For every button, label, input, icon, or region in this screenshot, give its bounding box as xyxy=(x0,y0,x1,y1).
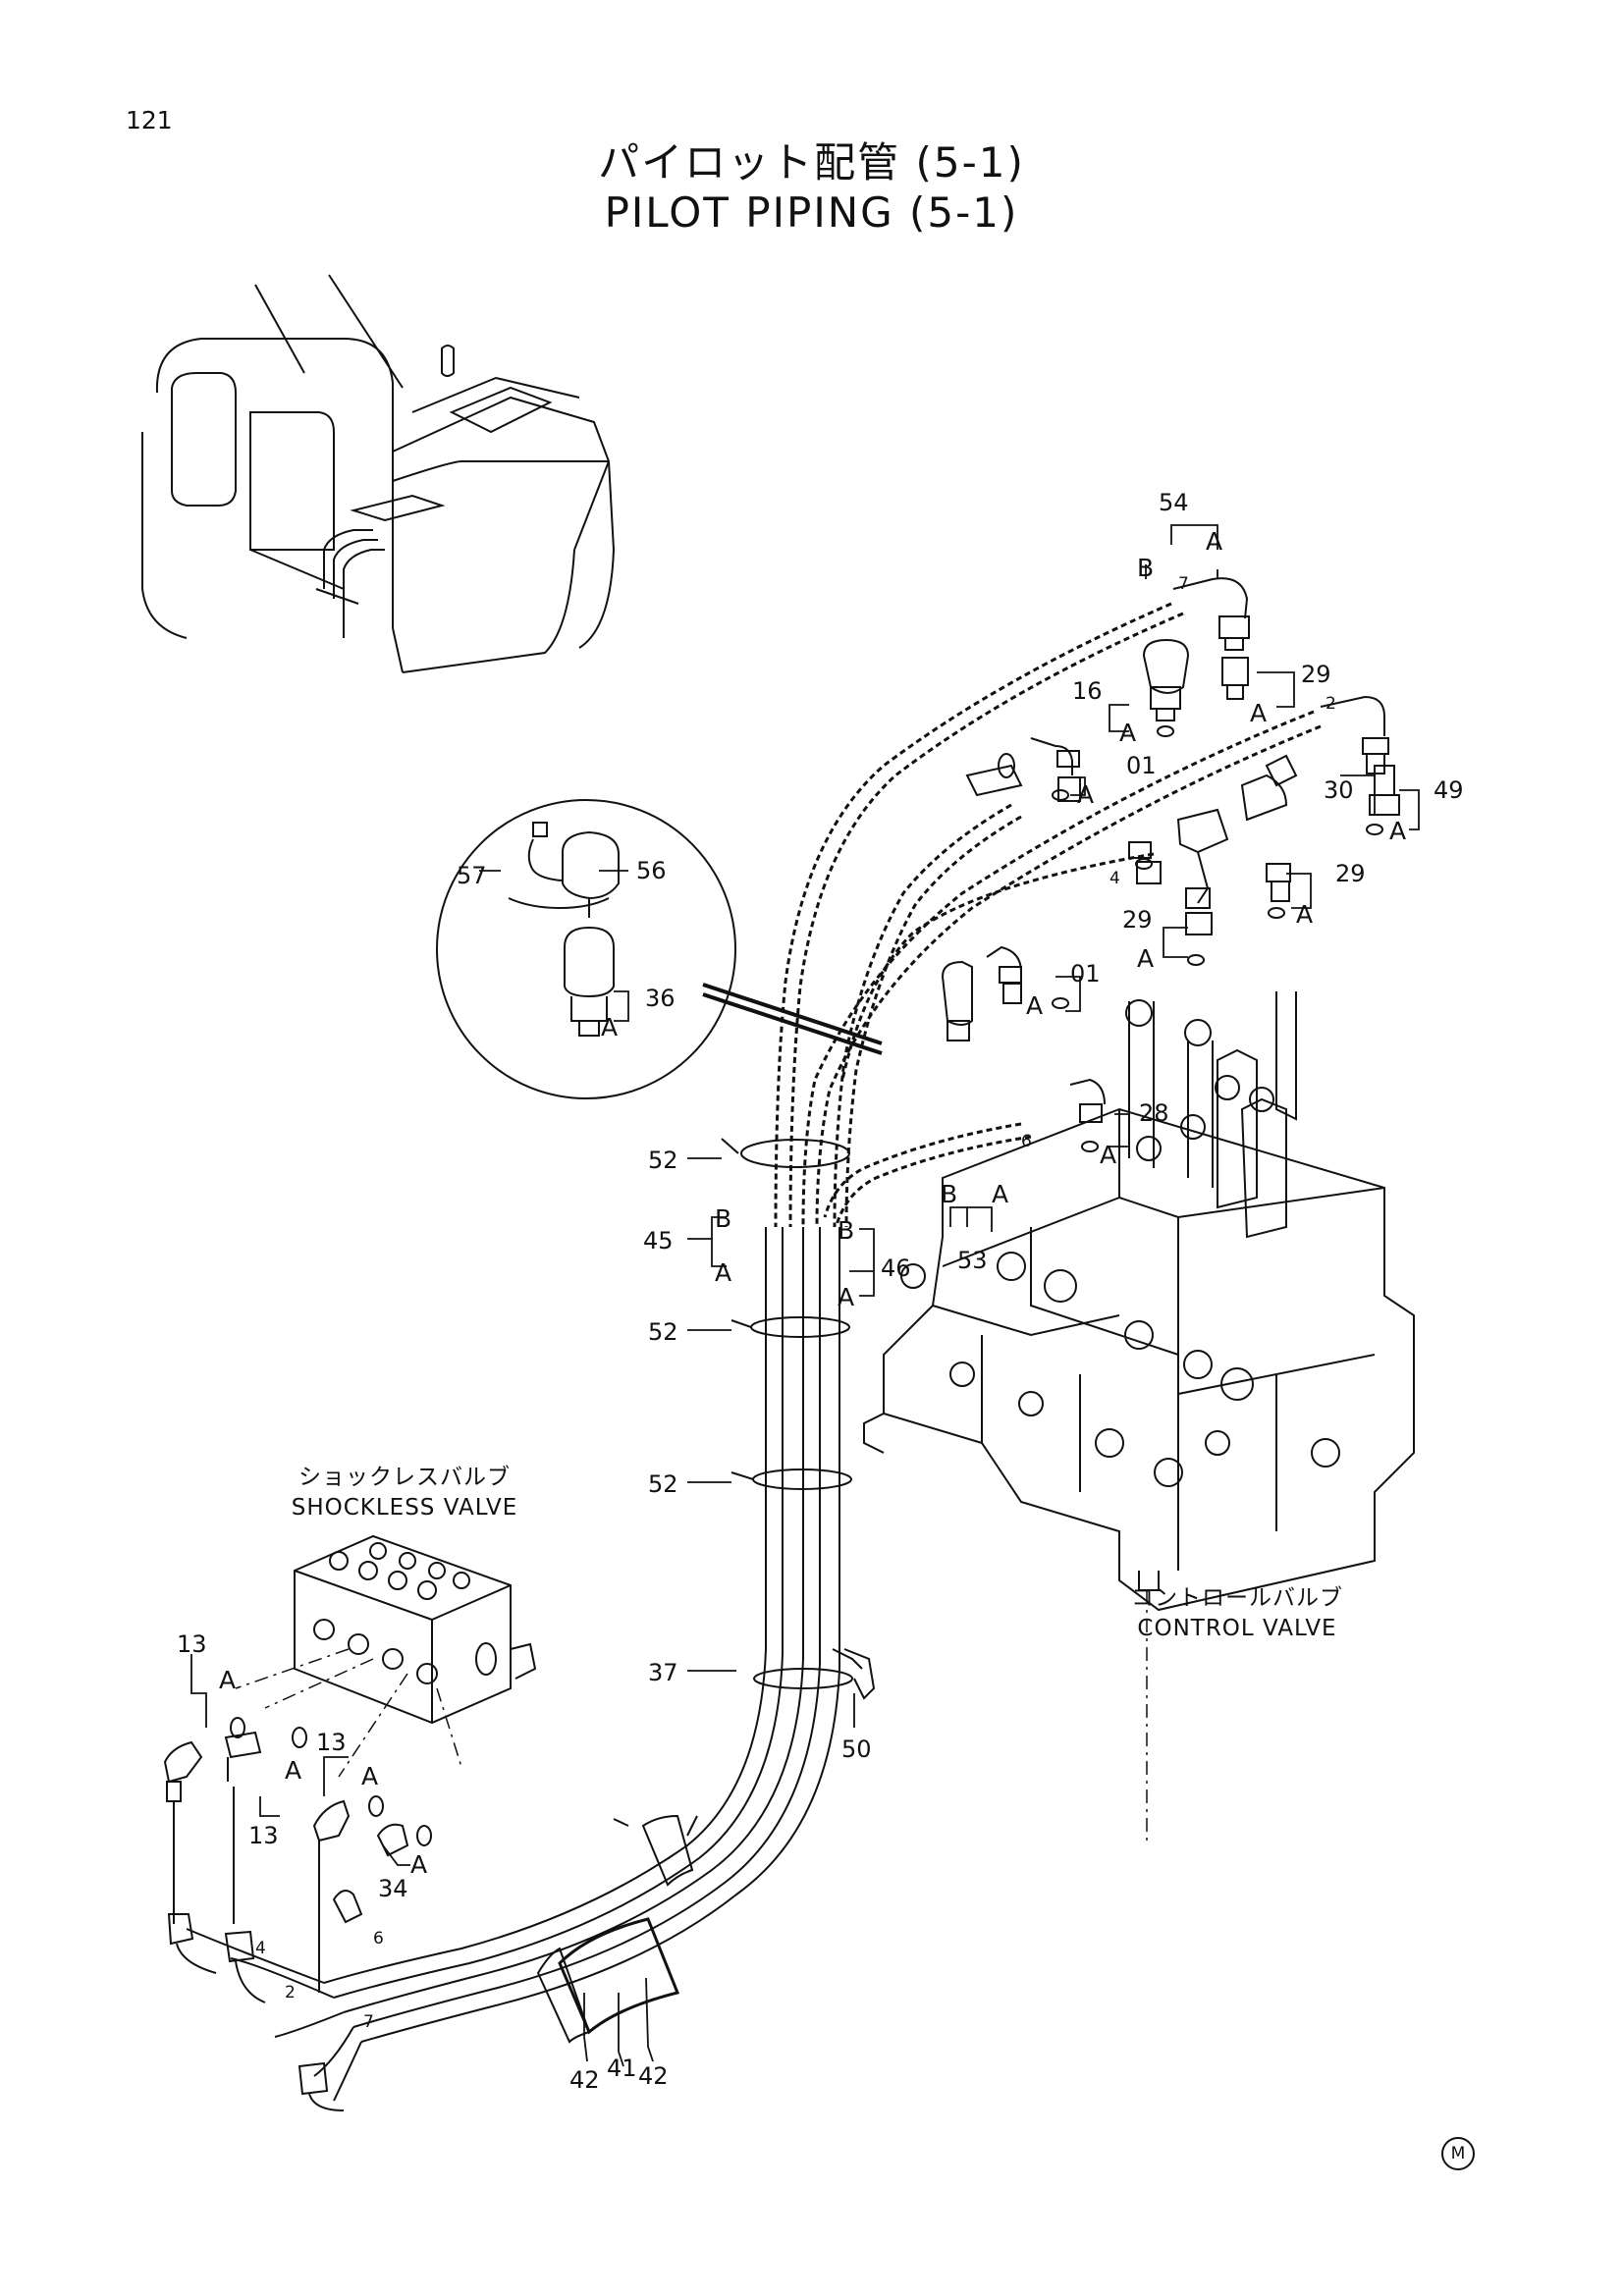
letter-a: A xyxy=(1206,527,1222,556)
hose-mark-6: 6 xyxy=(1021,1132,1032,1151)
callout-53: 53 xyxy=(957,1247,988,1274)
control-valve-drawing xyxy=(863,991,1415,1845)
letter-a: A xyxy=(992,1180,1008,1208)
page-number: 121 xyxy=(126,106,173,134)
letter-a: A xyxy=(361,1762,378,1790)
callout-16: 16 xyxy=(1072,677,1103,705)
letter-b: B xyxy=(941,1180,957,1208)
shockless-valve-label: ショックレスバルブ SHOCKLESS VALVE xyxy=(257,1463,552,1523)
callout-46: 46 xyxy=(881,1255,911,1282)
callout-36: 36 xyxy=(645,985,676,1012)
corner-circle-mark: M xyxy=(1441,2137,1475,2170)
armored-hose-bundle xyxy=(774,602,1322,1228)
callout-29-top: 29 xyxy=(1301,661,1331,688)
callout-52-top: 52 xyxy=(648,1147,678,1174)
letter-b: B xyxy=(1137,554,1154,582)
callout-42-left: 42 xyxy=(569,2066,600,2094)
letter-a: A xyxy=(1026,991,1043,1020)
callout-30: 30 xyxy=(1324,776,1354,804)
letter-a: A xyxy=(838,1283,854,1311)
callout-13-mid: 13 xyxy=(316,1729,347,1756)
letter-a: A xyxy=(1077,780,1094,809)
callout-37: 37 xyxy=(648,1659,678,1686)
top-fittings xyxy=(941,577,1400,1152)
hose-mark-7: 7 xyxy=(1178,574,1189,594)
hose-mark-2: 2 xyxy=(285,1983,296,2002)
hose-mark-6: 6 xyxy=(373,1929,384,1949)
callout-50: 50 xyxy=(841,1735,872,1763)
letter-b: B xyxy=(715,1204,731,1233)
hose-mark-4: 4 xyxy=(1109,869,1120,888)
hose-clamps xyxy=(536,1138,853,2044)
detail-circle xyxy=(436,799,736,1099)
fitting-letters: B A A A A A A A A A A B A B A B A A A A … xyxy=(219,527,1406,1879)
callout-42-right: 42 xyxy=(638,2062,669,2090)
control-valve-label-jp: コントロールバルブ xyxy=(1131,1585,1343,1611)
letter-a: A xyxy=(1250,699,1267,727)
letter-a: A xyxy=(1389,817,1406,845)
letter-a: A xyxy=(1296,900,1313,929)
callout-41: 41 xyxy=(607,2055,637,2082)
control-valve-label-en: CONTROL VALVE xyxy=(1137,1616,1337,1641)
callout-52-mid: 52 xyxy=(648,1318,678,1346)
hose-numbers: 7 2 4 6 4 6 2 7 xyxy=(255,574,1336,2032)
excavator-overview-drawing xyxy=(141,274,616,673)
callout-01-top: 01 xyxy=(1126,752,1157,779)
page-title-japanese: パイロット配管 (5-1) xyxy=(598,138,1025,187)
callout-numbers: 54 29 16 01 30 49 57 56 36 29 29 01 28 5… xyxy=(177,489,1464,2094)
callout-34: 34 xyxy=(378,1875,408,1902)
shockless-valve-label-en: SHOCKLESS VALVE xyxy=(291,1495,518,1521)
callout-13-low: 13 xyxy=(248,1822,279,1849)
shockless-valve-drawing xyxy=(235,1534,537,1778)
letter-a: A xyxy=(1119,719,1136,747)
callout-28: 28 xyxy=(1139,1099,1169,1127)
callout-49: 49 xyxy=(1434,776,1464,804)
letter-a: A xyxy=(410,1850,427,1879)
callout-29-right: 29 xyxy=(1335,860,1366,887)
lower-fittings xyxy=(163,1648,876,2111)
callout-54: 54 xyxy=(1159,489,1189,516)
letter-a: A xyxy=(715,1258,731,1287)
callout-52-low: 52 xyxy=(648,1470,678,1498)
letter-a: A xyxy=(601,1013,618,1041)
page-title-english: PILOT PIPING (5-1) xyxy=(604,188,1019,237)
callout-13-left: 13 xyxy=(177,1630,207,1658)
shockless-valve-label-jp: ショックレスバルブ xyxy=(298,1465,511,1490)
hose-mark-7: 7 xyxy=(363,2012,374,2032)
letter-a: A xyxy=(285,1756,301,1785)
letter-b: B xyxy=(838,1216,854,1245)
hose-mark-4: 4 xyxy=(255,1939,266,1958)
callout-leaders xyxy=(190,524,1420,2067)
letter-a: A xyxy=(1137,944,1154,973)
hose-mark-2: 2 xyxy=(1325,694,1336,714)
callout-56: 56 xyxy=(636,857,667,884)
callout-45: 45 xyxy=(643,1227,674,1255)
letter-a: A xyxy=(219,1666,236,1694)
hose-run xyxy=(186,1227,840,2102)
control-valve-label: コントロールバルブ CONTROL VALVE xyxy=(1100,1583,1375,1644)
letter-a: A xyxy=(1100,1141,1116,1169)
callout-57: 57 xyxy=(457,862,487,889)
callout-01-mid: 01 xyxy=(1070,960,1101,988)
callout-29-mid: 29 xyxy=(1122,906,1153,934)
